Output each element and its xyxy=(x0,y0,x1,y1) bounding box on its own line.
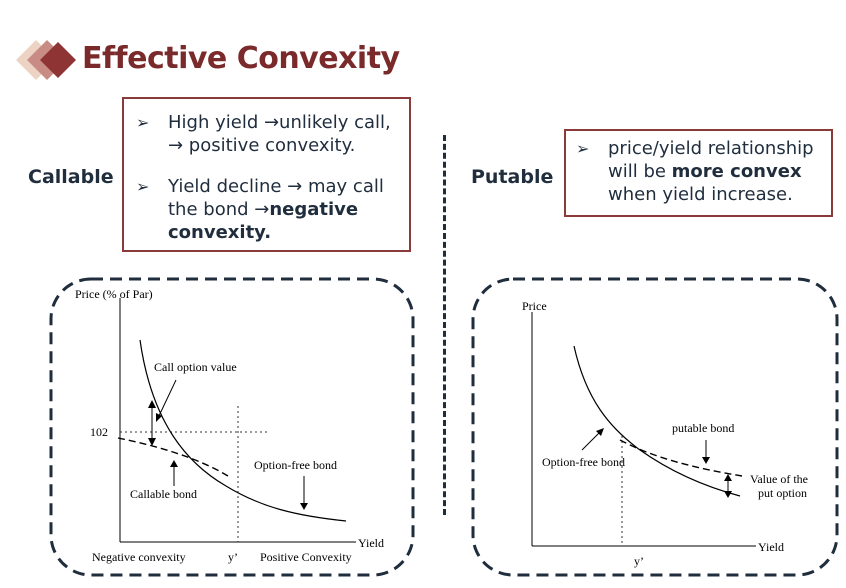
pointer-arrow-icon xyxy=(300,503,308,510)
arrow-up-icon xyxy=(148,400,156,408)
bullet-arrow-icon: ➢ xyxy=(576,139,590,158)
bullet-arrow-icon: ➢ xyxy=(136,113,150,132)
putable-bullet-line-2: will be more convex xyxy=(608,160,832,183)
option-free-bond-label: Option-free bond xyxy=(542,455,625,469)
x-axis-label: Yield xyxy=(358,536,384,550)
call-option-pointer xyxy=(157,379,177,419)
putable-bond-label: putable bond xyxy=(672,421,734,435)
putable-bullet: ➢ price/yield relationship will be more … xyxy=(576,137,832,206)
pointer-arrow-icon xyxy=(596,428,604,436)
callable-chart-border xyxy=(49,277,415,577)
putable-notes-box: ➢ price/yield relationship will be more … xyxy=(564,129,833,217)
x-axis-label: Yield xyxy=(758,540,784,554)
value-of-put-label-line-2: put option xyxy=(758,486,807,500)
arrow-up-icon xyxy=(724,474,732,481)
section-divider xyxy=(443,135,446,515)
callable-bullet-2-line-2: the bond →negative xyxy=(168,198,408,221)
y-axis-label: Price xyxy=(522,299,547,313)
option-free-pointer xyxy=(581,431,601,451)
putable-label: Putable xyxy=(471,166,554,188)
callable-chart-frame: Price (% of Par) Yield 102 y’ Negative c… xyxy=(48,276,416,582)
callable-bullet-2-line-1: Yield decline → may call xyxy=(168,176,384,197)
option-free-bond-curve xyxy=(139,339,347,522)
pointer-arrow-icon xyxy=(170,460,178,467)
callable-bullet-1: ➢ High yield →unlikely call, → positive … xyxy=(136,111,408,157)
call-option-value-label: Call option value xyxy=(154,360,237,374)
putable-bullet-line-3: when yield increase. xyxy=(608,184,793,205)
arrow-down-icon xyxy=(724,491,732,498)
callable-bullet-1-line-2: → positive convexity. xyxy=(168,135,356,156)
putable-bond-curve xyxy=(619,439,743,477)
value-of-put-label-line-1: Value of the xyxy=(750,472,808,486)
diamond-logo-icon xyxy=(16,40,76,80)
callable-bond-curve xyxy=(117,437,229,477)
putable-chart-border xyxy=(471,277,839,577)
y-axis-label: Price (% of Par) xyxy=(75,287,153,301)
arrow-down-icon xyxy=(148,438,156,446)
callable-bullet-2-bold: negative xyxy=(269,199,359,220)
putable-chart-frame: Price Yield y’ putable bond Option-free … xyxy=(470,276,840,582)
page-title: Effective Convexity xyxy=(82,41,400,76)
putable-bullet-bold: more convex xyxy=(671,161,802,182)
positive-convexity-label: Positive Convexity xyxy=(260,550,352,564)
callable-chart: Price (% of Par) Yield 102 y’ Negative c… xyxy=(49,277,415,577)
x-tick-yprime: y’ xyxy=(228,550,238,564)
callable-bullet-2-bold-2: convexity. xyxy=(168,222,272,243)
callable-label: Callable xyxy=(28,166,114,188)
callable-bond-label: Callable bond xyxy=(130,487,197,501)
option-free-bond-label: Option-free bond xyxy=(254,458,337,472)
callable-bullet-1-line-1: High yield →unlikely call, xyxy=(168,112,391,133)
callable-notes-box: ➢ High yield →unlikely call, → positive … xyxy=(122,97,411,252)
x-tick-yprime: y’ xyxy=(634,554,644,568)
callable-bullet-2-line-3: convexity. xyxy=(168,221,408,244)
putable-bullet-line-1: price/yield relationship xyxy=(608,138,814,159)
y-tick-102: 102 xyxy=(90,425,108,439)
pointer-arrow-icon xyxy=(702,457,710,464)
putable-chart: Price Yield y’ putable bond Option-free … xyxy=(471,277,839,577)
negative-convexity-label: Negative convexity xyxy=(92,550,186,564)
callable-bullet-2-plain: the bond → xyxy=(168,199,270,220)
putable-bullet-plain: will be xyxy=(608,161,672,182)
callable-bullet-2: ➢ Yield decline → may call the bond →neg… xyxy=(136,175,408,244)
pointer-arrow-icon xyxy=(156,413,162,422)
bullet-arrow-icon: ➢ xyxy=(136,177,150,196)
